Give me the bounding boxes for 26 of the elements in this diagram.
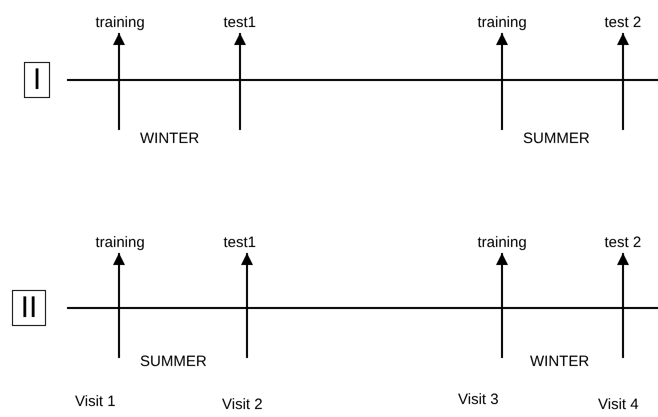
arrow <box>496 253 508 358</box>
event-label: training <box>96 14 145 32</box>
arrow <box>113 253 125 358</box>
arrow <box>617 253 629 358</box>
arrow <box>241 253 253 358</box>
arrow <box>617 33 629 130</box>
season-label: WINTER <box>530 353 590 371</box>
visit-label: Visit 4 <box>598 396 639 414</box>
event-label: training <box>478 14 527 32</box>
group-label: II <box>12 290 46 326</box>
event-label: training <box>478 234 527 252</box>
visit-label: Visit 2 <box>222 396 263 414</box>
event-label: test 2 <box>604 14 642 32</box>
season-label: SUMMER <box>140 353 207 371</box>
group-label: I <box>24 62 50 98</box>
arrow <box>496 33 508 130</box>
event-label: test 2 <box>604 234 642 252</box>
event-label: training <box>96 234 145 252</box>
season-label: SUMMER <box>523 130 590 148</box>
event-label: test1 <box>224 234 256 252</box>
arrow <box>113 33 125 130</box>
visit-label: Visit 1 <box>75 393 116 411</box>
visit-label: Visit 3 <box>458 391 499 409</box>
season-label: WINTER <box>140 130 200 148</box>
event-label: test1 <box>224 14 256 32</box>
arrow <box>234 33 246 130</box>
